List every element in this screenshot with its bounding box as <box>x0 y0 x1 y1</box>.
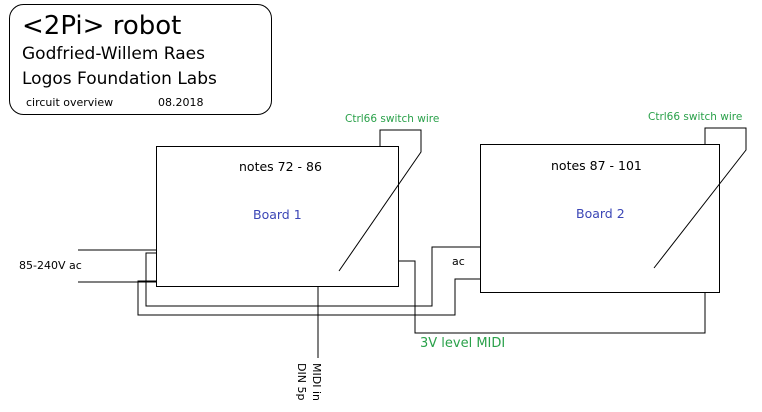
organization: Logos Foundation Labs <box>22 69 217 89</box>
midi-in-label-1: MIDI in <box>310 363 323 401</box>
author: Godfried-Willem Raes <box>22 44 205 64</box>
board-1-switch-label: Ctrl66 switch wire <box>345 113 439 125</box>
date: 08.2018 <box>158 96 204 109</box>
board-1-box <box>156 146 399 287</box>
board-2-notes: notes 87 - 101 <box>551 158 642 173</box>
board-2-box <box>480 144 720 293</box>
board-2-switch-wire <box>653 127 747 269</box>
power-in-label: 85-240V ac <box>19 259 82 272</box>
board-2-switch-label: Ctrl66 switch wire <box>648 111 742 123</box>
title: <2Pi> robot <box>22 11 181 41</box>
board-1-name: Board 1 <box>253 207 302 222</box>
ac-wire-1 <box>145 246 480 307</box>
midi-link-wire <box>398 260 706 334</box>
board-2-name: Board 2 <box>576 206 625 221</box>
midi-level-label: 3V level MIDI <box>420 336 505 351</box>
ac-label: ac <box>452 255 465 268</box>
midi-in-label-2: DIN 5p <box>295 363 308 400</box>
board-1-notes: notes 72 - 86 <box>239 159 322 174</box>
board-1-switch-wire <box>338 129 422 272</box>
ac-wire-2 <box>137 278 480 316</box>
title-box <box>9 4 272 115</box>
subtitle: circuit overview <box>26 96 113 109</box>
